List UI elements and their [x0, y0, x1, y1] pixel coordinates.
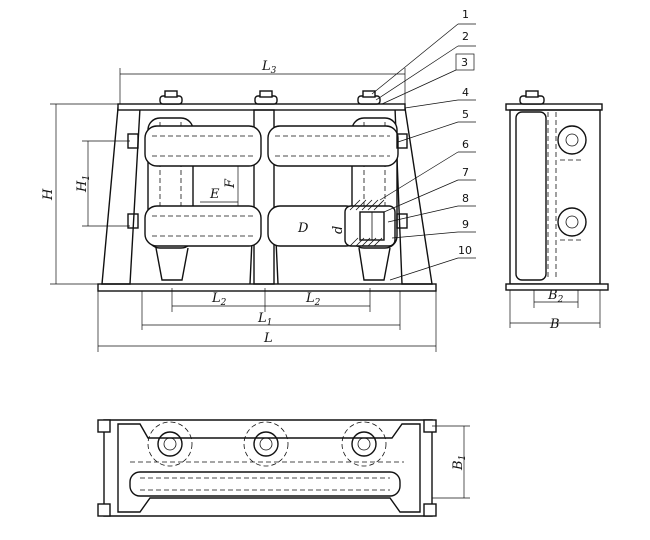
- callout-5: 5: [462, 108, 469, 121]
- dim-H: H: [41, 103, 118, 285]
- dim-H1: H1: [75, 140, 130, 227]
- left-lower-bracket: [127, 213, 139, 229]
- base-plate: [97, 283, 437, 292]
- top-nut-right: [357, 90, 381, 105]
- center-post: [253, 109, 275, 285]
- callout-1: 1: [462, 8, 469, 21]
- corner-block-bl: [97, 503, 111, 517]
- dim-L1: L1: [141, 291, 401, 330]
- callout-2: 2: [462, 30, 469, 43]
- top-view-post-right: [341, 421, 387, 467]
- svg-text:H1: H1: [75, 175, 92, 193]
- side-upper-bracket: [557, 125, 587, 161]
- side-base-plate: [505, 283, 609, 291]
- side-view: B2 B: [505, 90, 609, 332]
- callouts: 1 2 3 4 5 6 7 8 9 10: [371, 8, 476, 281]
- svg-text:B1: B1: [451, 455, 468, 471]
- callout-3: 3: [461, 56, 468, 69]
- top-plate: [117, 103, 406, 111]
- svg-text:L: L: [263, 331, 273, 346]
- top-view-post-left: [147, 421, 193, 467]
- top-nut-middle: [254, 90, 278, 105]
- top-nut-left: [159, 90, 183, 105]
- svg-text:L3: L3: [261, 59, 277, 76]
- top-view: B1: [97, 419, 470, 517]
- dim-L2: L2 L2: [171, 288, 371, 312]
- callout-8: 8: [462, 192, 469, 205]
- dim-B1: B1: [432, 425, 470, 499]
- dim-D-label: D: [297, 221, 309, 236]
- dim-B2: B2: [533, 288, 579, 308]
- center-post-foot: [249, 239, 279, 285]
- svg-text:E: E: [209, 187, 220, 202]
- callout-10: 10: [458, 244, 472, 257]
- upper-left-roller: [144, 125, 262, 167]
- right-upper-bracket: [396, 133, 408, 149]
- svg-text:F: F: [223, 178, 238, 189]
- side-top-plate: [505, 103, 603, 111]
- svg-text:B: B: [549, 317, 560, 332]
- side-lower-bracket: [557, 207, 587, 241]
- right-lower-bracket: [396, 213, 408, 229]
- dim-B: B: [509, 290, 601, 332]
- dim-L3: L3: [119, 59, 406, 104]
- svg-text:L2: L2: [211, 291, 227, 308]
- dim-L: L: [97, 291, 437, 352]
- callout-7: 7: [462, 166, 469, 179]
- svg-text:H: H: [41, 188, 56, 201]
- callout-4: 4: [462, 86, 469, 99]
- callout-6: 6: [462, 138, 469, 151]
- top-frame: [117, 423, 421, 513]
- callout-9: 9: [462, 218, 469, 231]
- corner-block-br: [423, 503, 437, 517]
- dim-d-label: d: [331, 226, 346, 234]
- top-view-post-middle: [243, 421, 289, 467]
- top-outline: [103, 419, 433, 517]
- side-roller: [515, 111, 547, 281]
- top-view-roller: [129, 471, 401, 497]
- side-top-nut-cap: [525, 90, 539, 98]
- front-view: L3 L2 L2 L1 L H: [41, 59, 437, 352]
- corner-block-tl: [97, 419, 111, 433]
- svg-text:L1: L1: [257, 311, 272, 328]
- svg-text:B2: B2: [547, 288, 564, 305]
- dim-E-F: E F: [200, 166, 239, 206]
- upper-right-roller: [267, 125, 399, 167]
- svg-text:L2: L2: [305, 291, 321, 308]
- bearing-section: [344, 199, 396, 247]
- lower-left-roller: [144, 205, 262, 247]
